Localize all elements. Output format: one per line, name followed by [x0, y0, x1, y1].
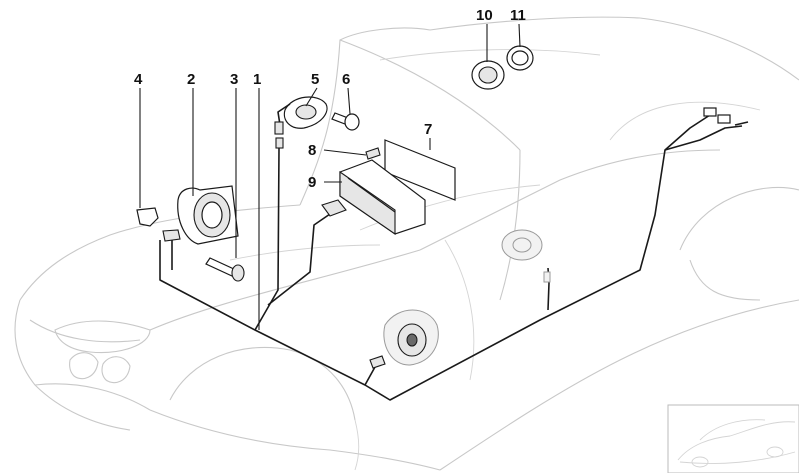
- clip-part-icon: [136, 207, 181, 242]
- speaker-grille-icon: [471, 60, 505, 90]
- car-thumbnail: [667, 404, 799, 473]
- connector-icon: [703, 107, 749, 126]
- tweeter-icon: [274, 96, 328, 149]
- callout-labels: 4 2 3 1 5 6 7 8 9 10 11: [134, 7, 526, 191]
- callout-5: 5: [311, 71, 319, 88]
- callout-8: 8: [308, 142, 316, 159]
- screw-icon-6: [331, 112, 360, 131]
- callout-11: 11: [510, 7, 526, 24]
- door-tweeter-icon: [501, 229, 551, 283]
- callout-4: 4: [134, 71, 143, 88]
- leader-lines: [139, 23, 521, 330]
- callout-3: 3: [230, 71, 238, 88]
- door-speaker-icon: [369, 309, 439, 369]
- wiring-harness: [159, 114, 743, 401]
- amplifier-bracket-icon: [321, 159, 426, 236]
- callout-9: 9: [308, 174, 316, 191]
- callout-10: 10: [476, 7, 493, 24]
- speaker-icon: [177, 185, 239, 245]
- callout-1: 1: [253, 71, 261, 88]
- callout-2: 2: [187, 71, 195, 88]
- callout-6: 6: [342, 71, 350, 88]
- screw-icon: [205, 257, 245, 282]
- callout-7: 7: [424, 121, 432, 138]
- panel-part-icon: [384, 139, 456, 201]
- speaker-ring-icon: [506, 45, 534, 71]
- car-outline: [14, 16, 799, 471]
- pin-part-icon: [365, 147, 381, 160]
